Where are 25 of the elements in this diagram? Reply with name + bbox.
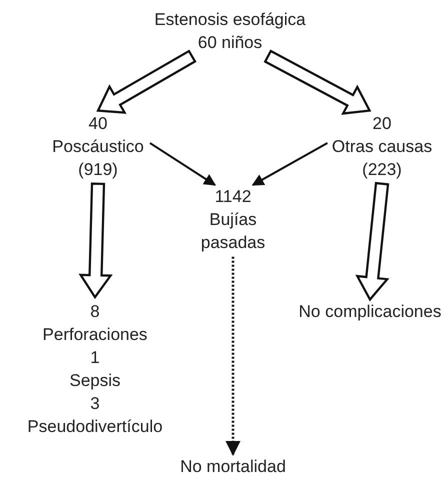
arrow — [226, 256, 240, 456]
node-text: (223) — [362, 159, 402, 181]
node-text: 1142 — [214, 186, 252, 208]
node-text: Pseudodivertículo — [27, 416, 163, 438]
node-text: 8 — [90, 301, 100, 323]
node-text: No mortalidad — [180, 456, 286, 478]
block-arrow — [355, 182, 390, 302]
block-arrow — [96, 50, 196, 114]
node-text: 20 — [372, 113, 392, 135]
node-text: Poscáustico — [52, 136, 144, 158]
block-arrow — [264, 50, 372, 115]
node-text: Otras causas — [332, 136, 432, 158]
node-text: (919) — [78, 159, 118, 181]
node-text: 40 — [88, 113, 108, 135]
node-text: Perforaciones — [42, 324, 148, 346]
node-text: 60 niños — [198, 32, 262, 54]
node-text: 3 — [90, 393, 100, 415]
node-text: Estenosis esofágica — [154, 9, 306, 31]
node-text: 1 — [90, 347, 100, 369]
node-text: No complicaciones — [298, 301, 442, 323]
node-text: Bujías pasadas — [200, 209, 266, 254]
block-arrow — [78, 182, 113, 300]
arrow — [149, 142, 216, 186]
node-text: Sepsis — [69, 370, 121, 392]
arrow — [252, 142, 328, 186]
